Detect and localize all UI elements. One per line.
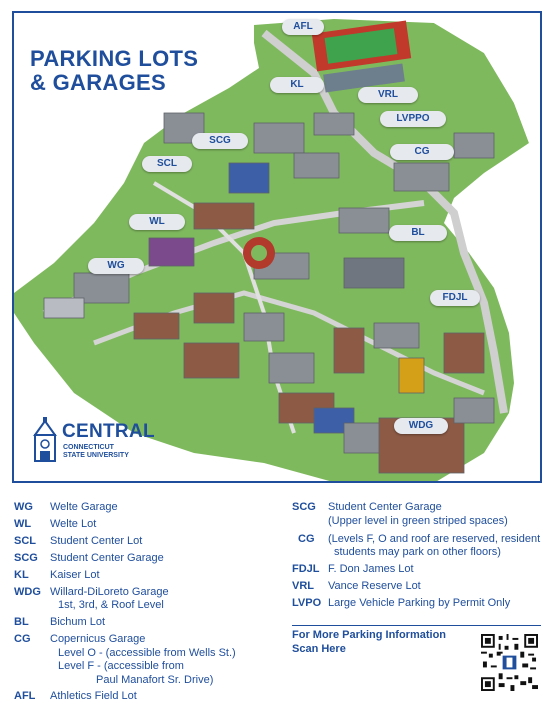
legend-code: LVPO	[292, 597, 322, 609]
legend-desc: F. Don James Lot	[328, 563, 414, 575]
map-pin-wl[interactable]: WL	[129, 214, 185, 230]
map-title-line2: & GARAGES	[30, 70, 166, 95]
legend-desc: Student Center Lot	[50, 535, 143, 547]
logo-wordmark: CENTRAL	[62, 421, 155, 442]
legend-desc: (Levels F, O and roof are reserved, resi…	[328, 533, 541, 545]
legend-desc-2: 1st, 3rd, & Roof Level	[58, 599, 164, 611]
map-pin-kl[interactable]: KL	[270, 77, 324, 93]
legend-code: WG	[14, 501, 33, 513]
map-pin-fdjl[interactable]: FDJL	[430, 290, 480, 306]
legend-desc-3: Level F - (accessible from	[58, 660, 184, 672]
campus-map: PARKING LOTS & GARAGES AFL KL VRL LVPPO …	[12, 11, 542, 483]
athletics-turf	[324, 28, 398, 64]
legend-desc: Kaiser Lot	[50, 569, 100, 581]
map-pin-lvppo[interactable]: LVPPO	[380, 111, 446, 127]
parking-afl	[323, 63, 405, 93]
more-info: For More Parking Information Scan Here	[292, 628, 482, 656]
ccsu-logo: CENTRAL CONNECTICUT STATE UNIVERSITY	[32, 417, 155, 469]
logo-line1: CONNECTICUT	[63, 444, 114, 451]
map-pin-scl[interactable]: SCL	[142, 156, 192, 172]
map-pin-scg[interactable]: SCG	[192, 133, 248, 149]
more-info-line2: Scan Here	[292, 643, 346, 655]
legend-code: WL	[14, 518, 32, 530]
tree-band	[434, 13, 540, 143]
map-pin-bl[interactable]: BL	[389, 225, 447, 241]
legend-code: CG	[14, 633, 31, 645]
legend-desc: Welte Lot	[50, 518, 97, 530]
legend-desc: Vance Reserve Lot	[328, 580, 421, 592]
qr-code[interactable]	[481, 634, 538, 691]
legend-desc: Copernicus Garage	[50, 633, 146, 645]
legend-desc: Athletics Field Lot	[50, 690, 137, 702]
map-pin-vrl[interactable]: VRL	[358, 87, 418, 103]
ccsu-tower-icon	[33, 417, 57, 462]
campus-map-illustration	[14, 13, 540, 481]
legend-desc: Willard-DiLoreto Garage	[50, 586, 169, 598]
legend-desc: Bichum Lot	[50, 616, 106, 628]
legend-code: AFL	[14, 690, 36, 702]
legend-code: BL	[14, 616, 29, 628]
more-info-line1: For More Parking Information	[292, 629, 447, 641]
legend-desc-2: Level O - (accessible from Wells St.)	[58, 647, 236, 659]
legend-code: VRL	[292, 580, 314, 592]
legend-desc: Student Center Garage	[328, 501, 442, 513]
legend-code: FDJL	[292, 563, 320, 575]
logo-line2: STATE UNIVERSITY	[63, 452, 129, 459]
map-pin-cg[interactable]: CG	[390, 144, 454, 160]
legend-desc-2: (Upper level in green striped spaces)	[328, 515, 508, 527]
legend-code: KL	[14, 569, 29, 581]
legend-code: SCL	[14, 535, 36, 547]
legend-code: WDG	[14, 586, 41, 598]
legend-desc: Large Vehicle Parking by Permit Only	[328, 597, 511, 609]
legend-code: SCG	[14, 552, 38, 564]
map-pin-wdg[interactable]: WDG	[394, 418, 448, 434]
legend-code: SCG	[292, 501, 316, 513]
legend-divider	[292, 625, 541, 626]
map-pin-wg[interactable]: WG	[88, 258, 144, 274]
main-road	[261, 29, 508, 414]
buildings	[43, 112, 495, 474]
legend-code: CG	[298, 533, 315, 545]
legend-desc-4: Paul Manafort Sr. Drive)	[96, 674, 214, 686]
legend-desc-2: students may park on other floors)	[334, 546, 501, 558]
legend-desc: Student Center Garage	[50, 552, 164, 564]
legend-desc: Welte Garage	[50, 501, 118, 513]
map-pin-afl[interactable]: AFL	[282, 19, 324, 35]
map-title: PARKING LOTS & GARAGES	[30, 47, 198, 95]
map-title-line1: PARKING LOTS	[30, 46, 199, 71]
